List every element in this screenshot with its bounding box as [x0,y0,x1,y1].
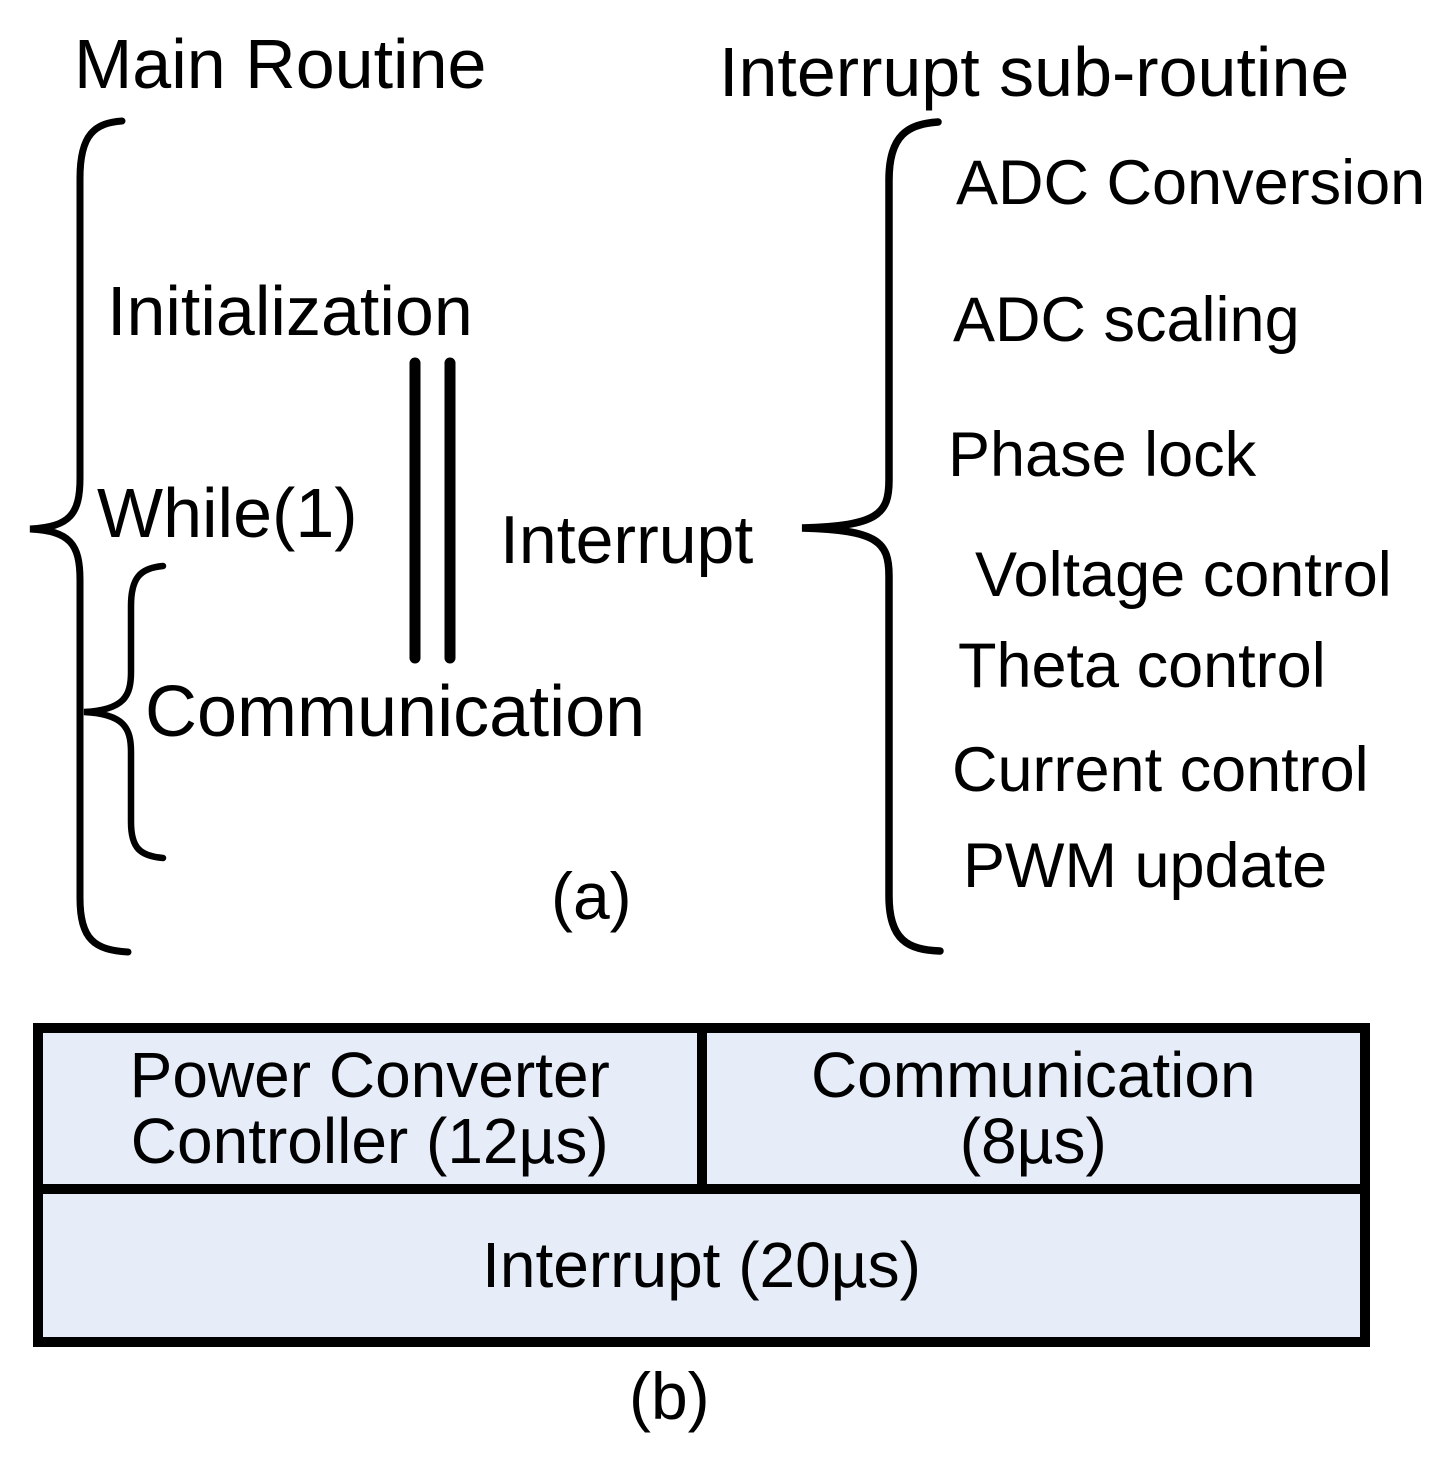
while-loop-label: While(1) [97,474,358,552]
interrupt-subroutine-brace [801,118,944,955]
initialization-label: Initialization [107,272,473,350]
timing-table: Power Converter Controller (12µs) Commun… [33,1023,1370,1347]
timing-table-top-row: Power Converter Controller (12µs) Commun… [43,1033,1361,1195]
power-converter-line1: Power Converter [129,1039,610,1112]
communication-label: Communication [145,672,646,752]
interrupt-label: Interrupt [500,502,754,578]
communication-brace [83,562,167,862]
main-routine-brace [29,117,132,956]
timing-table-bottom-row: Interrupt (20µs) [43,1194,1360,1337]
communication-line2: (8µs) [959,1104,1107,1177]
interrupt-cell-text: Interrupt (20µs) [482,1229,921,1301]
communication-line1: Communication [810,1039,1256,1112]
subroutine-item-current-control: Current control [952,735,1369,805]
subroutine-item-adc-scaling: ADC scaling [953,285,1300,355]
communication-cell: Communication (8µs) [707,1033,1361,1184]
panel-b-caption: (b) [629,1359,710,1433]
power-converter-line2: Controller (12µs) [130,1104,609,1177]
main-routine-title: Main Routine [74,25,487,103]
subroutine-item-theta-control: Theta control [958,631,1326,701]
subroutine-item-voltage-control: Voltage control [975,540,1392,610]
panel-a-caption: (a) [551,859,632,933]
interrupt-cell: Interrupt (20µs) [43,1194,1360,1337]
subroutine-item-pwm-update: PWM update [963,831,1328,901]
power-converter-controller-cell: Power Converter Controller (12µs) [43,1033,707,1185]
subroutine-item-adc-conversion: ADC Conversion [956,148,1426,218]
subroutine-item-phase-lock: Phase lock [948,420,1257,490]
interrupt-subroutine-title: Interrupt sub-routine [719,33,1350,111]
